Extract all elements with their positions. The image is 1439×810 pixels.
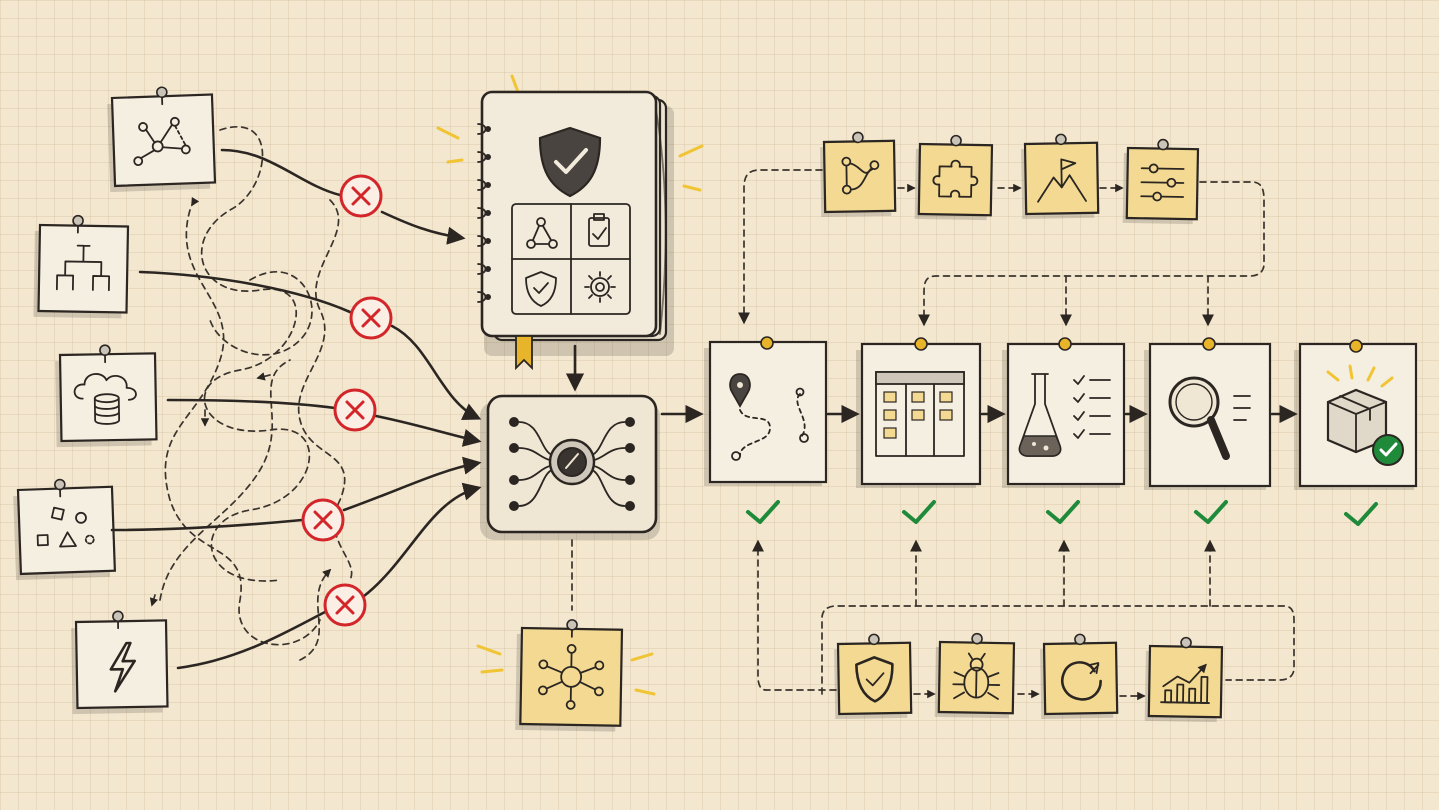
kanban-board-icon [875,371,965,457]
reject-x-icon [339,174,383,218]
path-nodes-icon [841,156,880,195]
hierarchy-tree-icon [55,244,111,292]
shield-check-small-icon [525,271,557,307]
spiral-binding [477,123,491,303]
top-feedback-note-1 [820,131,897,218]
reject-x-icon [301,498,345,542]
bottom-feedback-note-2 [934,632,1016,719]
check-icon [1046,500,1080,524]
bottom-feedback-note-1 [834,633,913,720]
source-note-1 [107,86,217,193]
workflow-nodes-icon [526,217,558,249]
source-note-4 [13,478,117,581]
bug-icon [952,652,1001,700]
top-feedback-note-3 [1021,133,1100,220]
refresh-cycle-icon [1061,661,1102,701]
route-map-icon [729,373,809,461]
check-icon [1344,502,1378,526]
bottom-feedback-row [752,539,1295,723]
pipeline-stage-5 [1294,339,1418,490]
reject-x-icon [333,388,377,432]
bookmark-ribbon [515,335,533,371]
growth-chart-icon [1160,663,1210,704]
source-note-5 [71,610,169,715]
gear-icon [584,271,616,303]
security-shield-icon [855,656,894,703]
reject-x-icon [323,583,367,627]
pipeline-stage-4 [1144,337,1272,490]
top-feedback-note-2 [914,134,994,221]
top-feedback-note-4 [1122,138,1200,225]
central-router-icon [509,417,635,511]
source-flow-lines [110,148,482,670]
lightning-bolt-icon [109,641,136,693]
bottom-feedback-note-4 [1144,636,1224,723]
validation-checks [746,500,1378,526]
source-note-2 [33,214,130,319]
rejected-marks [301,174,393,627]
shield-check-icon [538,126,602,198]
check-icon [902,500,936,524]
pipeline-stage-2 [856,337,982,488]
central-hub [480,394,660,540]
playbook-notebook [436,74,704,371]
package-delivered-icon [1326,388,1404,466]
tangled-paths [149,126,353,661]
clipboard-check-icon [588,213,610,247]
hub-network-icon [538,643,605,710]
hub-output-note [515,619,624,732]
flask-checklist-icon [1018,373,1111,457]
source-note-3 [55,344,158,448]
puzzle-piece-icon [932,159,979,198]
check-icon [1194,500,1228,524]
cloud-database-icon [73,373,137,425]
pipeline-stage-3 [1002,337,1126,488]
pipeline-stage-1 [704,336,828,486]
check-icon [746,500,780,524]
pipeline [704,336,1418,490]
scattered-shapes-icon [36,506,95,548]
top-feedback-row [738,131,1265,327]
magnifier-review-icon [1168,376,1251,460]
bottom-feedback-note-3 [1040,633,1119,720]
reject-x-icon [349,296,393,340]
summit-flag-icon [1037,158,1087,203]
network-nodes-icon [133,116,191,167]
sliders-icon [1140,163,1185,202]
